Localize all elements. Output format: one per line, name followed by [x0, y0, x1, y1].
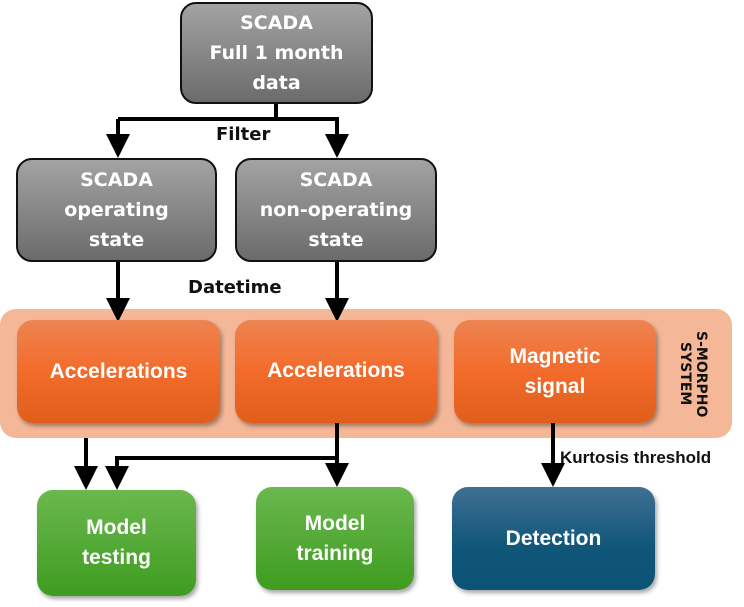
edge-label-filter: Filter — [216, 124, 271, 145]
edge-accel2-to-testing — [105, 456, 337, 490]
edge-filter-to-operating — [118, 117, 276, 146]
edge-filter-to-non-operating — [276, 117, 349, 158]
node-detection-text: Detection — [505, 526, 602, 550]
node-accelerations-2: Accelerations — [235, 320, 437, 423]
node-model-training-text: Model training — [296, 511, 374, 565]
node-scada-non-operating-text: SCADA non-operating state — [259, 169, 413, 251]
node-model-training: Model training — [256, 487, 414, 590]
node-accelerations-1: Accelerations — [17, 320, 220, 423]
node-scada-full-text: SCADA Full 1 month data — [209, 12, 344, 94]
node-scada-non-operating: SCADA non-operating state — [235, 158, 437, 262]
edge-label-datetime: Datetime — [188, 277, 282, 298]
node-magnetic-signal: Magnetic signal — [454, 320, 656, 423]
edge-label-kurtosis: Kurtosis threshold — [560, 448, 712, 467]
node-scada-full: SCADA Full 1 month data — [180, 2, 373, 104]
node-accelerations-2-text: Accelerations — [267, 359, 405, 382]
node-detection: Detection — [452, 487, 655, 590]
node-accelerations-1-text: Accelerations — [49, 359, 188, 383]
node-model-testing-text: Model testing — [82, 516, 151, 569]
node-model-testing: Model testing — [37, 490, 196, 596]
s-morpho-system-label: S-MORPHO SYSTEM — [677, 330, 709, 418]
node-scada-operating: SCADA operating state — [16, 158, 217, 262]
node-scada-operating-text: SCADA operating state — [64, 169, 169, 251]
node-magnetic-signal-text: Magnetic signal — [509, 344, 601, 398]
